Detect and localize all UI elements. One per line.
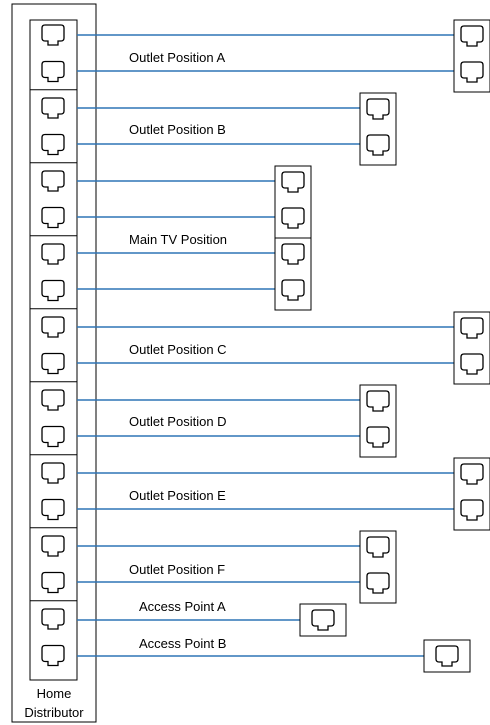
ethernet-port-icon <box>41 571 65 594</box>
outlet-position-a-label: Outlet Position A <box>129 50 225 65</box>
distributor-label-line2: Distributor <box>24 705 84 720</box>
main-tv-position-outlet <box>274 165 312 311</box>
outlet-position-c-link: Outlet Position C <box>77 311 490 385</box>
home-distributor: Home Distributor <box>11 3 97 723</box>
outlet-position-b-link: Outlet Position B <box>77 92 397 166</box>
ethernet-port-icon <box>366 98 390 120</box>
access-point-a-outlet <box>299 603 347 637</box>
ethernet-port-icon <box>41 170 65 192</box>
outlet-position-d-link: Outlet Position D <box>77 384 397 458</box>
outlet-position-c-label: Outlet Position C <box>129 342 227 357</box>
outlet-position-d-label: Outlet Position D <box>129 414 227 429</box>
distributor-ports <box>30 24 77 667</box>
outlet-position-f-label: Outlet Position F <box>129 562 225 577</box>
access-point-b-link: Access Point B <box>77 636 471 673</box>
outlet-position-b-label: Outlet Position B <box>129 122 226 137</box>
main-tv-position-label: Main TV Position <box>129 232 227 247</box>
ethernet-port-icon <box>460 61 484 83</box>
ethernet-port-icon <box>366 426 390 448</box>
ethernet-port-icon <box>41 462 65 484</box>
ethernet-port-icon <box>281 279 305 301</box>
access-point-a-label: Access Point A <box>139 599 226 614</box>
ethernet-port-icon <box>281 243 305 265</box>
ethernet-port-icon <box>41 316 65 338</box>
outlet-position-c-outlet <box>453 311 490 385</box>
ethernet-port-icon <box>41 535 65 557</box>
ethernet-port-icon <box>41 352 65 375</box>
outlet-position-b-outlet <box>359 92 397 166</box>
outlet-position-e-link: Outlet Position E <box>77 457 490 531</box>
ethernet-port-icon <box>366 536 390 558</box>
main-tv-position-link: Main TV Position <box>77 165 312 311</box>
ethernet-port-icon <box>41 425 65 448</box>
ethernet-port-icon <box>460 25 484 47</box>
ethernet-port-icon <box>281 171 305 193</box>
ethernet-port-icon <box>366 572 390 594</box>
ethernet-port-icon <box>366 390 390 412</box>
distributor-label-line1: Home <box>37 686 72 701</box>
ethernet-port-icon <box>311 609 335 631</box>
ethernet-port-icon <box>281 207 305 229</box>
outlet-position-d-outlet <box>359 384 397 458</box>
access-point-a-link: Access Point A <box>77 599 347 637</box>
access-point-b-label: Access Point B <box>139 636 226 651</box>
outlet-position-f-outlet <box>359 530 397 604</box>
access-point-b-outlet <box>423 639 471 673</box>
ethernet-port-icon <box>460 317 484 339</box>
ethernet-port-icon <box>460 499 484 521</box>
ethernet-port-icon <box>460 353 484 375</box>
ethernet-port-icon <box>41 60 65 83</box>
patch-panel-frame <box>29 19 78 681</box>
outlet-position-a-link: Outlet Position A <box>77 19 490 93</box>
ethernet-port-icon <box>366 134 390 156</box>
ethernet-port-icon <box>460 463 484 485</box>
ethernet-port-icon <box>41 389 65 411</box>
ethernet-port-icon <box>41 644 65 667</box>
ethernet-port-icon <box>435 645 459 667</box>
outlet-position-e-outlet <box>453 457 490 531</box>
ethernet-port-icon <box>41 498 65 521</box>
outlet-position-a-outlet <box>453 19 490 93</box>
ethernet-port-icon <box>41 97 65 119</box>
ethernet-port-icon <box>41 206 65 229</box>
ethernet-port-icon <box>41 133 65 156</box>
outlet-position-e-label: Outlet Position E <box>129 488 226 503</box>
ethernet-port-icon <box>41 608 65 630</box>
ethernet-port-icon <box>41 24 65 46</box>
ethernet-port-icon <box>41 279 65 302</box>
outlet-position-f-link: Outlet Position F <box>77 530 397 604</box>
ethernet-port-icon <box>41 243 65 265</box>
